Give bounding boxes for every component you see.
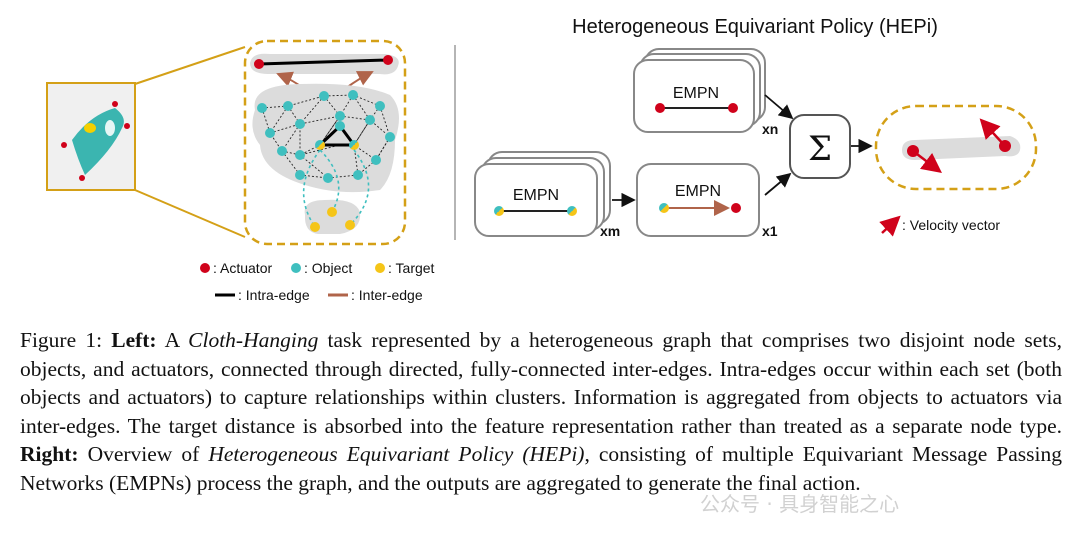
legend-inter-edge-label: : Inter-edge [351,287,423,303]
actuator-node [907,145,919,157]
figure-caption: Figure 1: Left: A Cloth-Hanging task rep… [20,326,1062,498]
left-legend: : Actuator : Object : Target : Intra-edg… [200,260,435,303]
legend-target-label: : Target [388,260,435,276]
target-node [327,207,337,217]
target-link [349,149,370,226]
figure-1: : Actuator : Object : Target : Intra-edg… [46,16,1038,303]
final-action-box [874,104,1038,191]
empn-stack-xn: EMPN xn [633,48,778,137]
cloth-thumbnail [46,82,136,191]
right-panel-title: Heterogeneous Equivariant Policy (HEPi) [572,16,938,38]
actuator-node [254,59,264,69]
legend-actuator-label: : Actuator [213,260,272,276]
empn-label: EMPN [513,187,559,204]
legend-velocity-label: : Velocity vector [902,217,1000,233]
watermark-text: 公众号 · 具身智能之心 [700,492,900,516]
caption-policy-name: Heterogeneous Equivariant Policy (HEPi) [208,442,585,467]
caption-right-text: , consisting of multiple Equivariant Mes… [20,442,1063,495]
legend-actuator-swatch [200,263,210,273]
flow-arrow [764,94,794,120]
multiplier-x1: x1 [762,223,778,239]
caption-right-label: Right: [20,442,79,467]
aggregation-sum-box [789,114,851,179]
left-panel: : Actuator : Object : Target : Intra-edg… [46,39,435,303]
legend-intra-edge-label: : Intra-edge [238,287,310,303]
caption-right-prefix: Overview of [87,442,200,467]
legend-target-swatch [375,263,385,273]
target-node [310,222,320,232]
caption-left-prefix: A [164,328,179,352]
legend-object-swatch [291,263,301,273]
zoom-line-bottom [134,189,246,238]
caption-left-text: task represented by a heterogeneous grap… [20,328,1063,438]
target-link [319,149,340,213]
caption-task-name: Cloth-Hanging [188,328,319,352]
sum-symbol: Σ [808,129,832,169]
actuator-node [999,140,1011,152]
target-link [302,149,321,228]
empn-label: EMPN [675,183,721,200]
empn-x1: EMPN x1 [636,163,778,239]
caption-figure-label: Figure 1: [20,328,103,352]
multiplier-xm: xm [600,223,620,239]
object-intra-edge-triangle [316,123,357,147]
empn-stack-xm: EMPN xm [474,151,620,239]
object-target-node [315,140,325,150]
zoom-line-top [134,46,246,85]
multiplier-xn: xn [762,121,778,137]
actuator-node [383,55,393,65]
object-nodes [257,90,395,183]
actuator-set-blob [250,53,399,75]
flow-arrow [764,172,792,196]
zoomed-graph-box [243,39,407,246]
object-target-node [349,140,359,150]
right-panel: Heterogeneous Equivariant Policy (HEPi) … [474,16,1038,239]
legend-object-label: : Object [304,260,352,276]
target-node [345,220,355,230]
actuator-intra-edge [258,58,389,66]
legend-velocity-swatch [879,215,901,237]
caption-left-label: Left: [111,328,157,352]
empn-label: EMPN [673,85,719,102]
